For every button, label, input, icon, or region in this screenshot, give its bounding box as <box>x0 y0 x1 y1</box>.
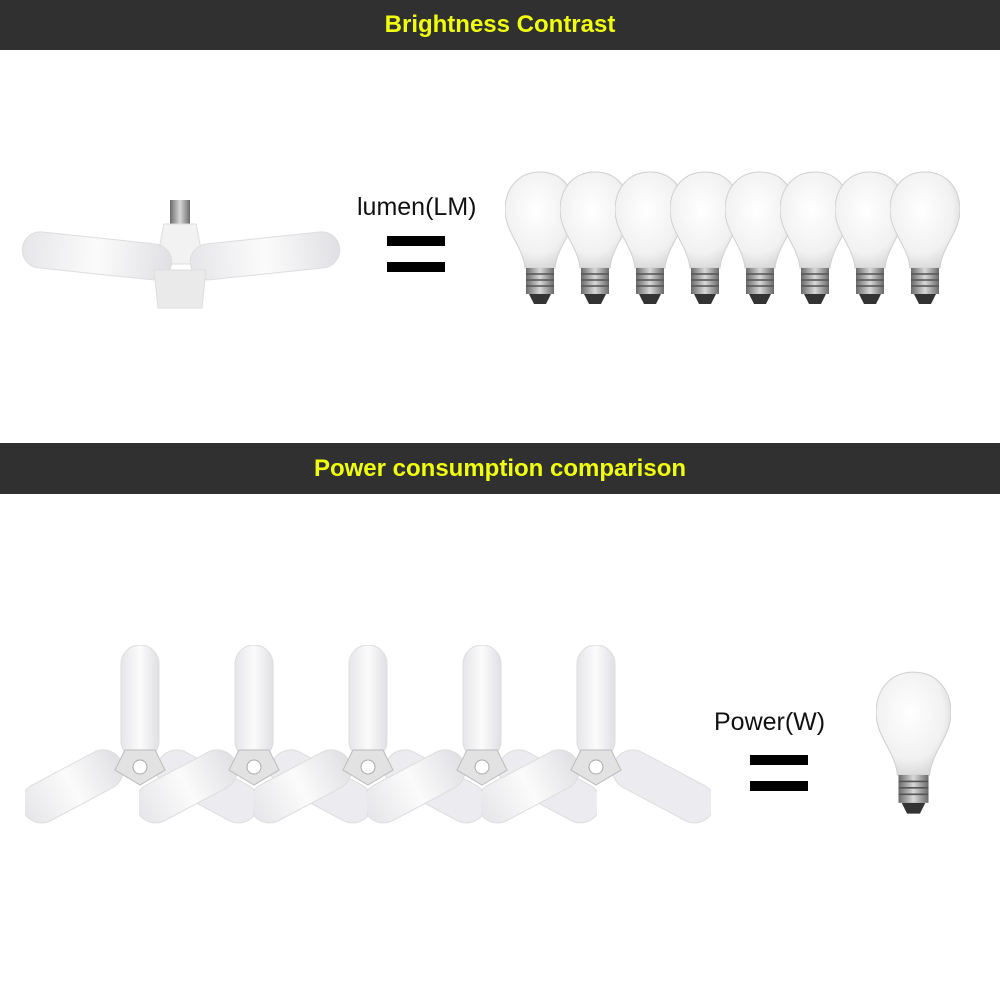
section-title: Brightness Contrast <box>384 11 616 38</box>
fan-lamp-image <box>21 200 341 309</box>
light-bulb-icon <box>876 671 951 815</box>
lumen-label: lumen(LM) <box>357 193 477 221</box>
equals-sign <box>750 755 808 807</box>
equals-sign <box>387 236 445 288</box>
section-header-brightness: Brightness Contrast <box>0 0 1000 50</box>
light-bulb-icon <box>890 171 960 305</box>
section-title: Power consumption comparison <box>313 454 687 482</box>
section-header-power: Power consumption comparison <box>0 443 1000 494</box>
fan-lamp-icon <box>481 645 711 831</box>
power-label: Power(W) <box>714 708 826 736</box>
